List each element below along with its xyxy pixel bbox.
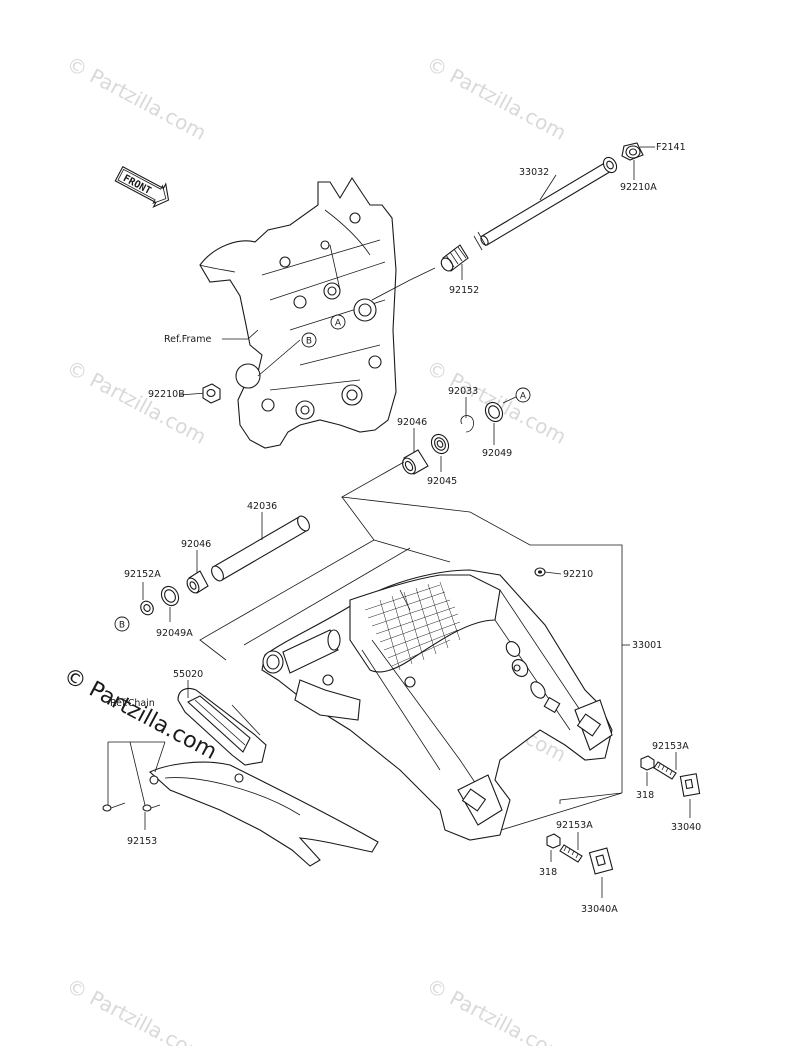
part-label-f2141: F2141	[656, 142, 686, 153]
pivot-shaft-33032	[473, 156, 618, 251]
part-label-33040a: 33040A	[581, 904, 618, 915]
part-label-92153a-lower: 92153A	[556, 820, 593, 831]
part-label-92049a: 92049A	[156, 628, 193, 639]
part-label-33032: 33032	[519, 167, 549, 178]
bearing-92046-left	[186, 570, 209, 594]
bolt-92210	[534, 567, 546, 577]
seal-92049a	[160, 585, 180, 607]
watermark: © Partzilla.com	[63, 973, 211, 1046]
callout-b: B	[301, 332, 317, 348]
watermark: © Partzilla.com	[423, 51, 571, 145]
part-label-318-lower: 318	[539, 867, 557, 878]
part-label-92152: 92152	[449, 285, 479, 296]
part-label-55020: 55020	[173, 669, 203, 680]
part-label-92046-right: 92046	[397, 417, 427, 428]
part-label-318-upper: 318	[636, 790, 654, 801]
watermark: © Partzilla.com	[423, 355, 571, 449]
collar-92152	[440, 244, 469, 272]
svg-text:B: B	[306, 337, 312, 347]
chain-guard-55020	[177, 687, 267, 766]
screw-92153	[102, 802, 161, 812]
part-label-33040: 33040	[671, 822, 701, 833]
part-label-92210: 92210	[563, 569, 593, 580]
nut-92210b	[202, 383, 221, 404]
bearing-stack-right	[402, 401, 504, 475]
adjuster-lower	[546, 833, 614, 875]
front-arrow-icon: FRONT	[114, 165, 170, 209]
nut-92210a	[621, 142, 644, 161]
callout-b-2: B	[114, 616, 130, 632]
part-label-92210a: 92210A	[620, 182, 657, 193]
part-label-92210b: 92210B	[148, 389, 185, 400]
chain-cover-lower	[149, 761, 379, 867]
watermark: © Partzilla.com	[423, 973, 571, 1046]
callout-a-2: A	[515, 387, 531, 403]
part-label-92153a-upper: 92153A	[652, 741, 689, 752]
svg-text:A: A	[520, 392, 527, 402]
part-label-92033: 92033	[448, 386, 478, 397]
svg-text:A: A	[335, 319, 342, 329]
part-label-92046-left: 92046	[181, 539, 211, 550]
svg-text:B: B	[119, 621, 125, 631]
part-label-92152a: 92152A	[124, 569, 161, 580]
frame-outline	[199, 176, 397, 449]
watermark: © Partzilla.com	[63, 355, 211, 449]
collar-42036	[211, 515, 310, 582]
adjuster-upper	[640, 755, 701, 797]
part-label-92153: 92153	[127, 836, 157, 847]
part-label-33001: 33001	[632, 640, 662, 651]
part-label-92049: 92049	[482, 448, 512, 459]
ref-frame-label: Ref.Frame	[164, 334, 211, 345]
watermark: © Partzilla.com	[63, 51, 211, 145]
swingarm-33001	[261, 569, 613, 841]
part-label-42036: 42036	[247, 501, 277, 512]
faint-watermarks: © Partzilla.com © Partzilla.com © Partzi…	[63, 51, 571, 1046]
ref-chain-label: Ref.Chain	[110, 698, 155, 709]
collar-92152a	[140, 600, 154, 616]
callout-a: A	[330, 314, 346, 330]
part-label-92045: 92045	[427, 476, 457, 487]
